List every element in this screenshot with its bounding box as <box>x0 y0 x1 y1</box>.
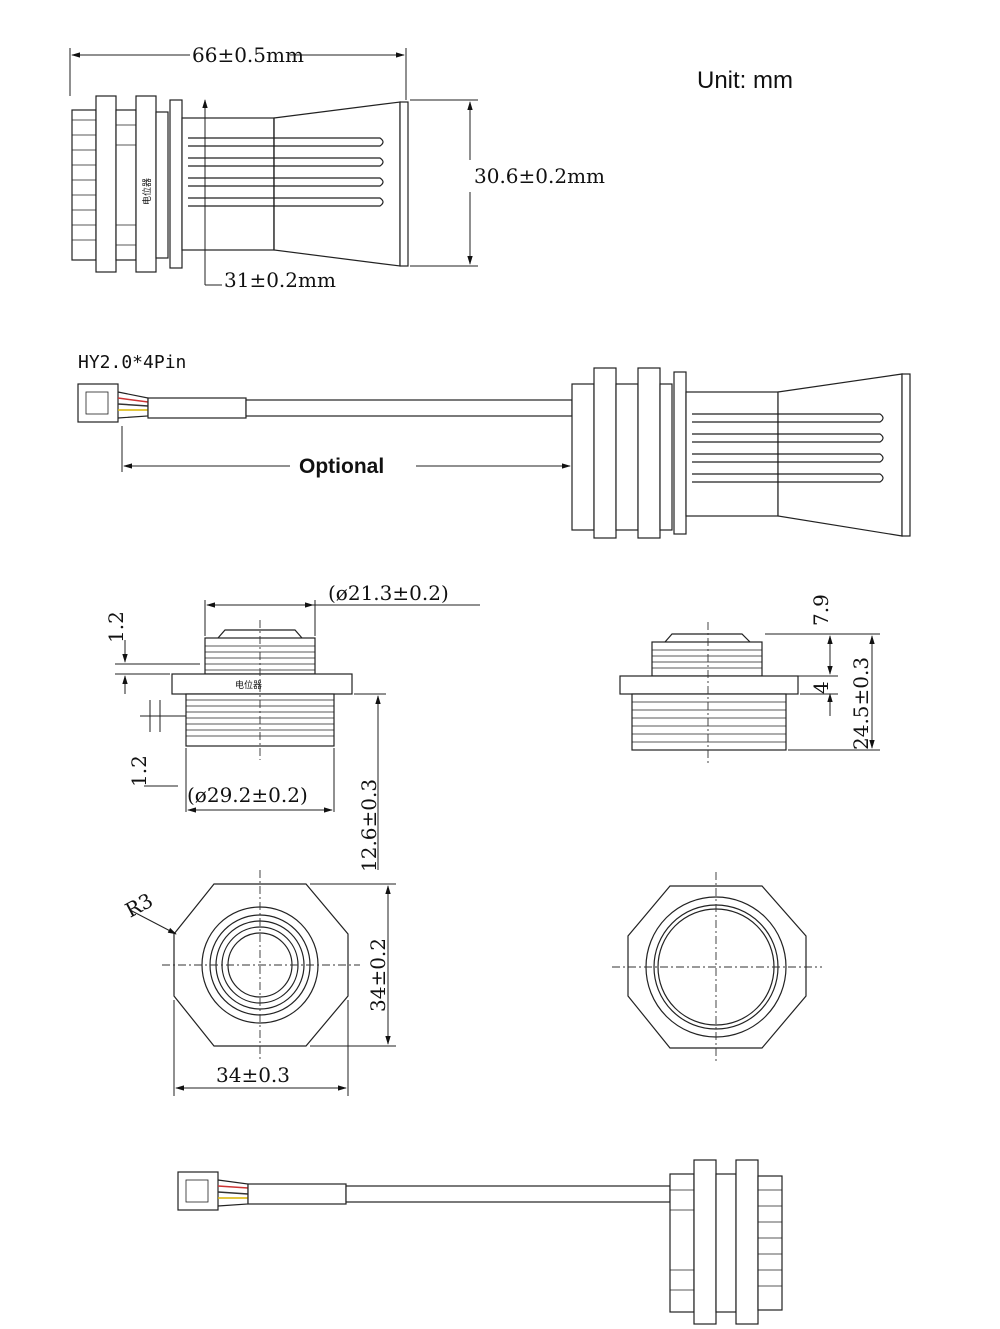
cable-length-label: Optional <box>299 455 384 478</box>
bottom-view-octagon: R3 34±0.2 34±0.3 <box>121 870 396 1096</box>
sensor-cable-view: HY2.0*4Pin Optional <box>77 352 911 539</box>
sensor-side-view: 电位器 66±0.5mm 30.6±0.2mm 31±0.2mm <box>69 43 605 292</box>
bottom-diameter-dimension: (ø29.2±0.2) <box>187 783 308 807</box>
flange-thickness-dimension: 1.2 <box>104 611 128 643</box>
length-dimension: 66±0.5mm <box>192 43 304 67</box>
total-height-dimension: 24.5±0.3 <box>849 657 873 750</box>
unit-note: Unit: mm <box>697 67 793 94</box>
top-thread-dimension: 7.9 <box>809 594 833 626</box>
plate-label: 电位器 <box>235 679 262 691</box>
top-view-octagon <box>612 872 822 1062</box>
bottom-width-dimension: 34±0.3 <box>216 1063 290 1087</box>
bottom-height-dimension: 34±0.2 <box>366 938 390 1012</box>
corner-radius-dimension: R3 <box>121 888 157 922</box>
front-section-view: 电位器 (ø21.3±0.2) (ø29.2±0.2) 1.2 1.2 <box>104 581 480 872</box>
nut-label: 电位器 <box>141 178 153 205</box>
step-dimension: 1.2 <box>127 755 151 787</box>
thread-length-dimension: 12.6±0.3 <box>357 779 381 872</box>
flange-dimension: 4 <box>809 681 833 694</box>
side-section-view: 7.9 4 24.5±0.3 <box>619 594 880 764</box>
top-diameter-dimension: (ø21.3±0.2) <box>328 581 449 605</box>
horn-diameter-dimension: 30.6±0.2mm <box>474 164 605 188</box>
connector-label: HY2.0*4Pin <box>78 352 186 373</box>
sensor-cable-short-view <box>177 1159 783 1325</box>
body-diameter-dimension: 31±0.2mm <box>224 268 336 292</box>
